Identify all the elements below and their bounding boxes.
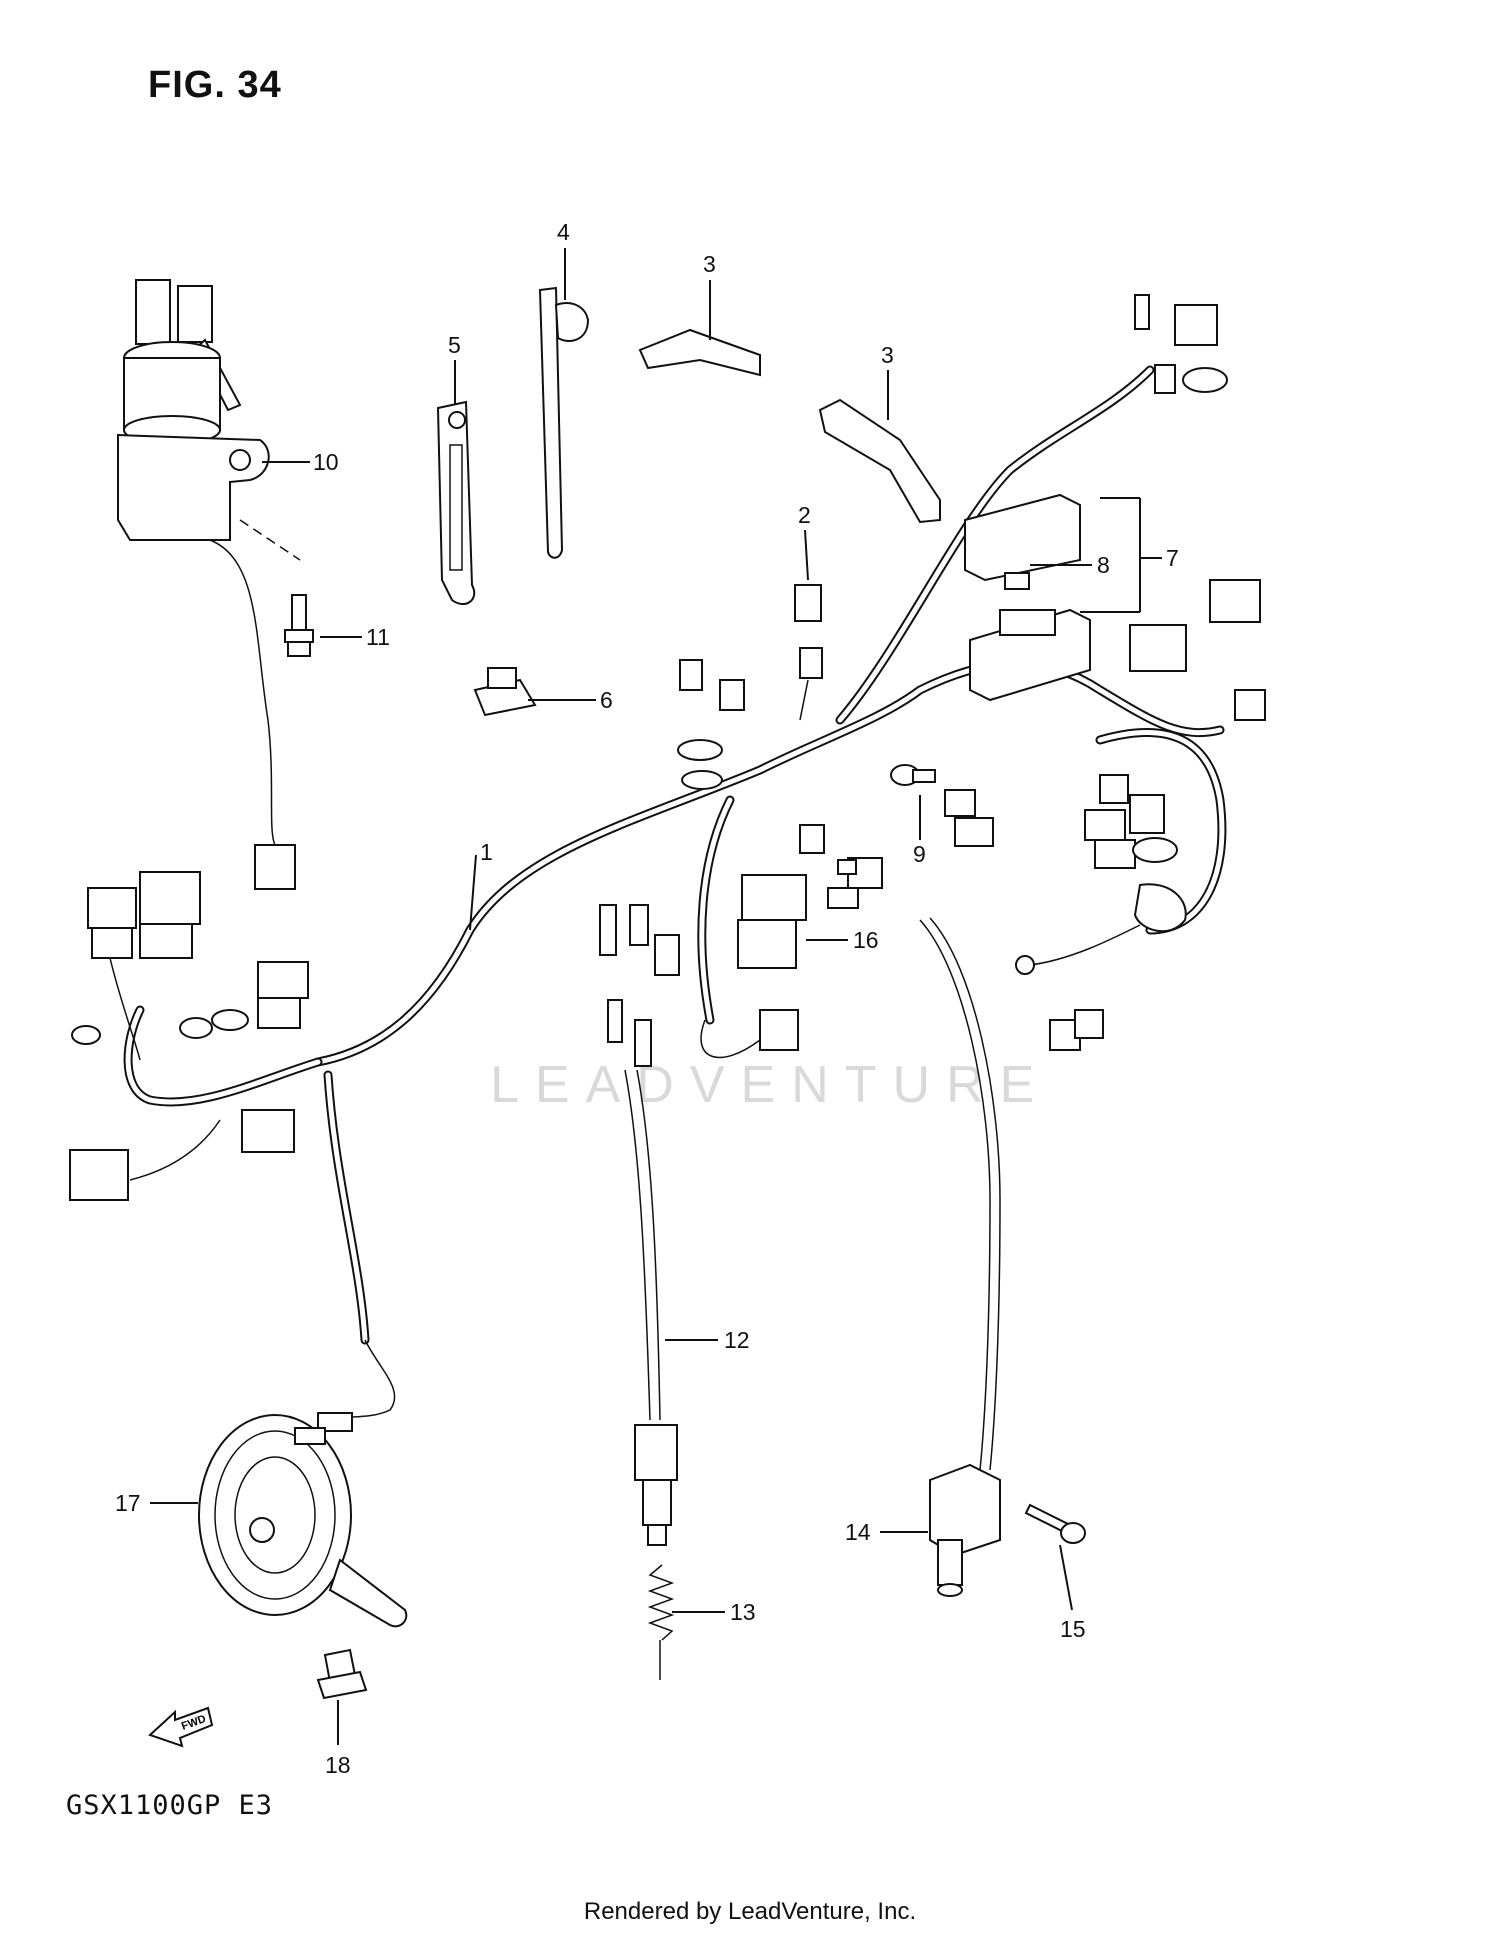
figure-title: FIG. 34 xyxy=(148,64,282,106)
fuse-box-7-part[interactable] xyxy=(964,493,1091,702)
fuse-8-part[interactable] xyxy=(1004,572,1030,590)
spring-13-part[interactable] xyxy=(647,1564,675,1680)
callout-17: 17 xyxy=(115,1490,141,1516)
callout-11: 11 xyxy=(366,624,390,650)
horn-17-part[interactable] xyxy=(198,1339,408,1628)
bolt-15-part[interactable] xyxy=(1024,1503,1086,1544)
callout-6: 6 xyxy=(600,687,613,713)
callout-3b: 3 xyxy=(881,342,894,368)
callout-13: 13 xyxy=(730,1599,756,1625)
callout-4: 4 xyxy=(557,219,570,245)
callout-14: 14 xyxy=(845,1519,871,1545)
callout-3a: 3 xyxy=(703,251,716,277)
callout-10: 10 xyxy=(313,449,339,475)
clamp-4-part[interactable] xyxy=(538,286,590,559)
screw-9-part[interactable] xyxy=(890,764,936,786)
credit-line: Rendered by LeadVenture, Inc. xyxy=(583,1898,917,1925)
callout-7: 7 xyxy=(1166,545,1179,571)
sensor-14-part[interactable] xyxy=(837,859,1001,1597)
callout-labels: 1 2 3 3 4 5 6 7 8 9 10 11 12 13 14 15 16… xyxy=(115,219,1179,1778)
relay-16-part[interactable] xyxy=(700,824,825,1059)
neutral-switch-12-part[interactable] xyxy=(624,1069,678,1546)
watermark: LEADVENTURE xyxy=(490,1056,1051,1114)
right-connector-cluster xyxy=(944,294,1266,1051)
clamp-3-part[interactable] xyxy=(638,328,941,524)
left-connector-cluster xyxy=(69,871,309,1201)
callout-2: 2 xyxy=(798,502,811,528)
callout-15: 15 xyxy=(1060,1616,1086,1642)
band-5-part[interactable] xyxy=(436,400,476,605)
ignition-switch-part[interactable] xyxy=(117,279,296,890)
callout-1: 1 xyxy=(480,839,493,865)
leader-lines xyxy=(150,248,1162,1745)
callout-8: 8 xyxy=(1097,552,1110,578)
callout-5: 5 xyxy=(448,332,461,358)
callout-16: 16 xyxy=(853,927,879,953)
bolt-11-part[interactable] xyxy=(239,519,314,657)
callout-9: 9 xyxy=(913,841,926,867)
bolt-18-part[interactable] xyxy=(316,1648,368,1700)
callout-18: 18 xyxy=(325,1752,351,1778)
fuse-2-part[interactable] xyxy=(794,584,823,721)
model-code: GSX1100GP E3 xyxy=(66,1790,274,1821)
callout-12: 12 xyxy=(724,1327,750,1353)
fwd-arrow-icon: FWD xyxy=(148,1706,214,1748)
wiring-harness-part[interactable] xyxy=(123,365,1227,1345)
clamp-6-part[interactable] xyxy=(473,667,537,717)
